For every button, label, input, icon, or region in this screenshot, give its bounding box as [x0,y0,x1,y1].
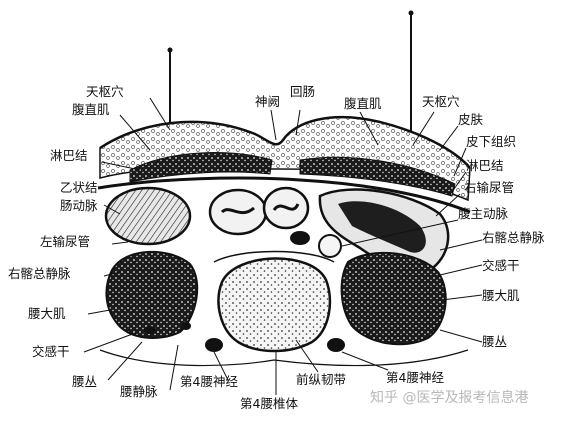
label-subcutaneous: 皮下组织 [466,134,516,149]
label-colic-artery: 肠动脉 [60,198,98,213]
vertebral-body-l4 [217,257,332,353]
label-sigmoid-colon: 乙状结 [60,180,98,195]
label-l4-nerve-left: 第4腰神经 [180,374,238,389]
iliac-vein [290,231,310,245]
label-ileum: 回肠 [290,84,315,99]
l4-nerve-left [205,338,223,352]
label-lumbar-plexus-right: 腰丛 [482,334,507,349]
labels: 天枢穴 腹直肌 神阙 回肠 腹直肌 天枢穴 皮肤 皮下组织 淋巴结 淋巴结 乙状… [8,84,545,411]
label-rectus-right: 腹直肌 [344,96,382,111]
label-l4-nerve-right: 第4腰神经 [386,370,444,385]
label-left-ureter: 左输尿管 [40,234,90,249]
rectus-abdominis-right [299,156,456,197]
label-shenque: 神阙 [255,94,280,109]
watermark: 知乎 @医学及报考信息港 [370,389,528,406]
leader-lines [83,97,483,395]
label-skin: 皮肤 [458,112,484,127]
psoas-major-right [340,251,447,346]
label-tianshu-right: 天枢穴 [422,94,460,109]
label-anterior-longitudinal-ligament: 前纵韧带 [296,372,346,387]
label-sympathetic-trunk-right: 交感干 [482,258,520,273]
sigmoid-colon [104,186,192,246]
label-lumbar-plexus-left: 腰丛 [72,374,97,389]
label-psoas-left: 腰大肌 [28,306,66,321]
label-tianshu-left: 天枢穴 [86,84,124,99]
skin-line [99,115,471,169]
label-lymph-node-left: 淋巴结 [50,148,88,163]
anatomy-drawing [97,10,471,367]
label-iliac-vein-left: 右髂总静脉 [8,266,71,281]
l4-nerve-right [327,338,345,352]
abdominal-aorta [318,234,342,258]
label-iliac-vein-right: 右髂总静脉 [482,230,545,245]
label-l4-vertebral-body: 第4腰椎体 [240,396,298,411]
label-rectus-left: 腹直肌 [72,102,110,117]
peritoneum [97,176,471,214]
psoas-major-left [105,251,199,339]
label-right-ureter: 右输尿管 [464,180,514,195]
rectus-abdominis-left [129,152,273,183]
label-abdominal-aorta: 腹主动脉 [458,206,509,221]
label-lumbar-vein: 腰静脉 [120,384,158,399]
label-sympathetic-trunk-left: 交感干 [32,344,70,359]
label-psoas-right: 腰大肌 [482,288,520,303]
label-lymph-node-right: 淋巴结 [466,158,504,173]
